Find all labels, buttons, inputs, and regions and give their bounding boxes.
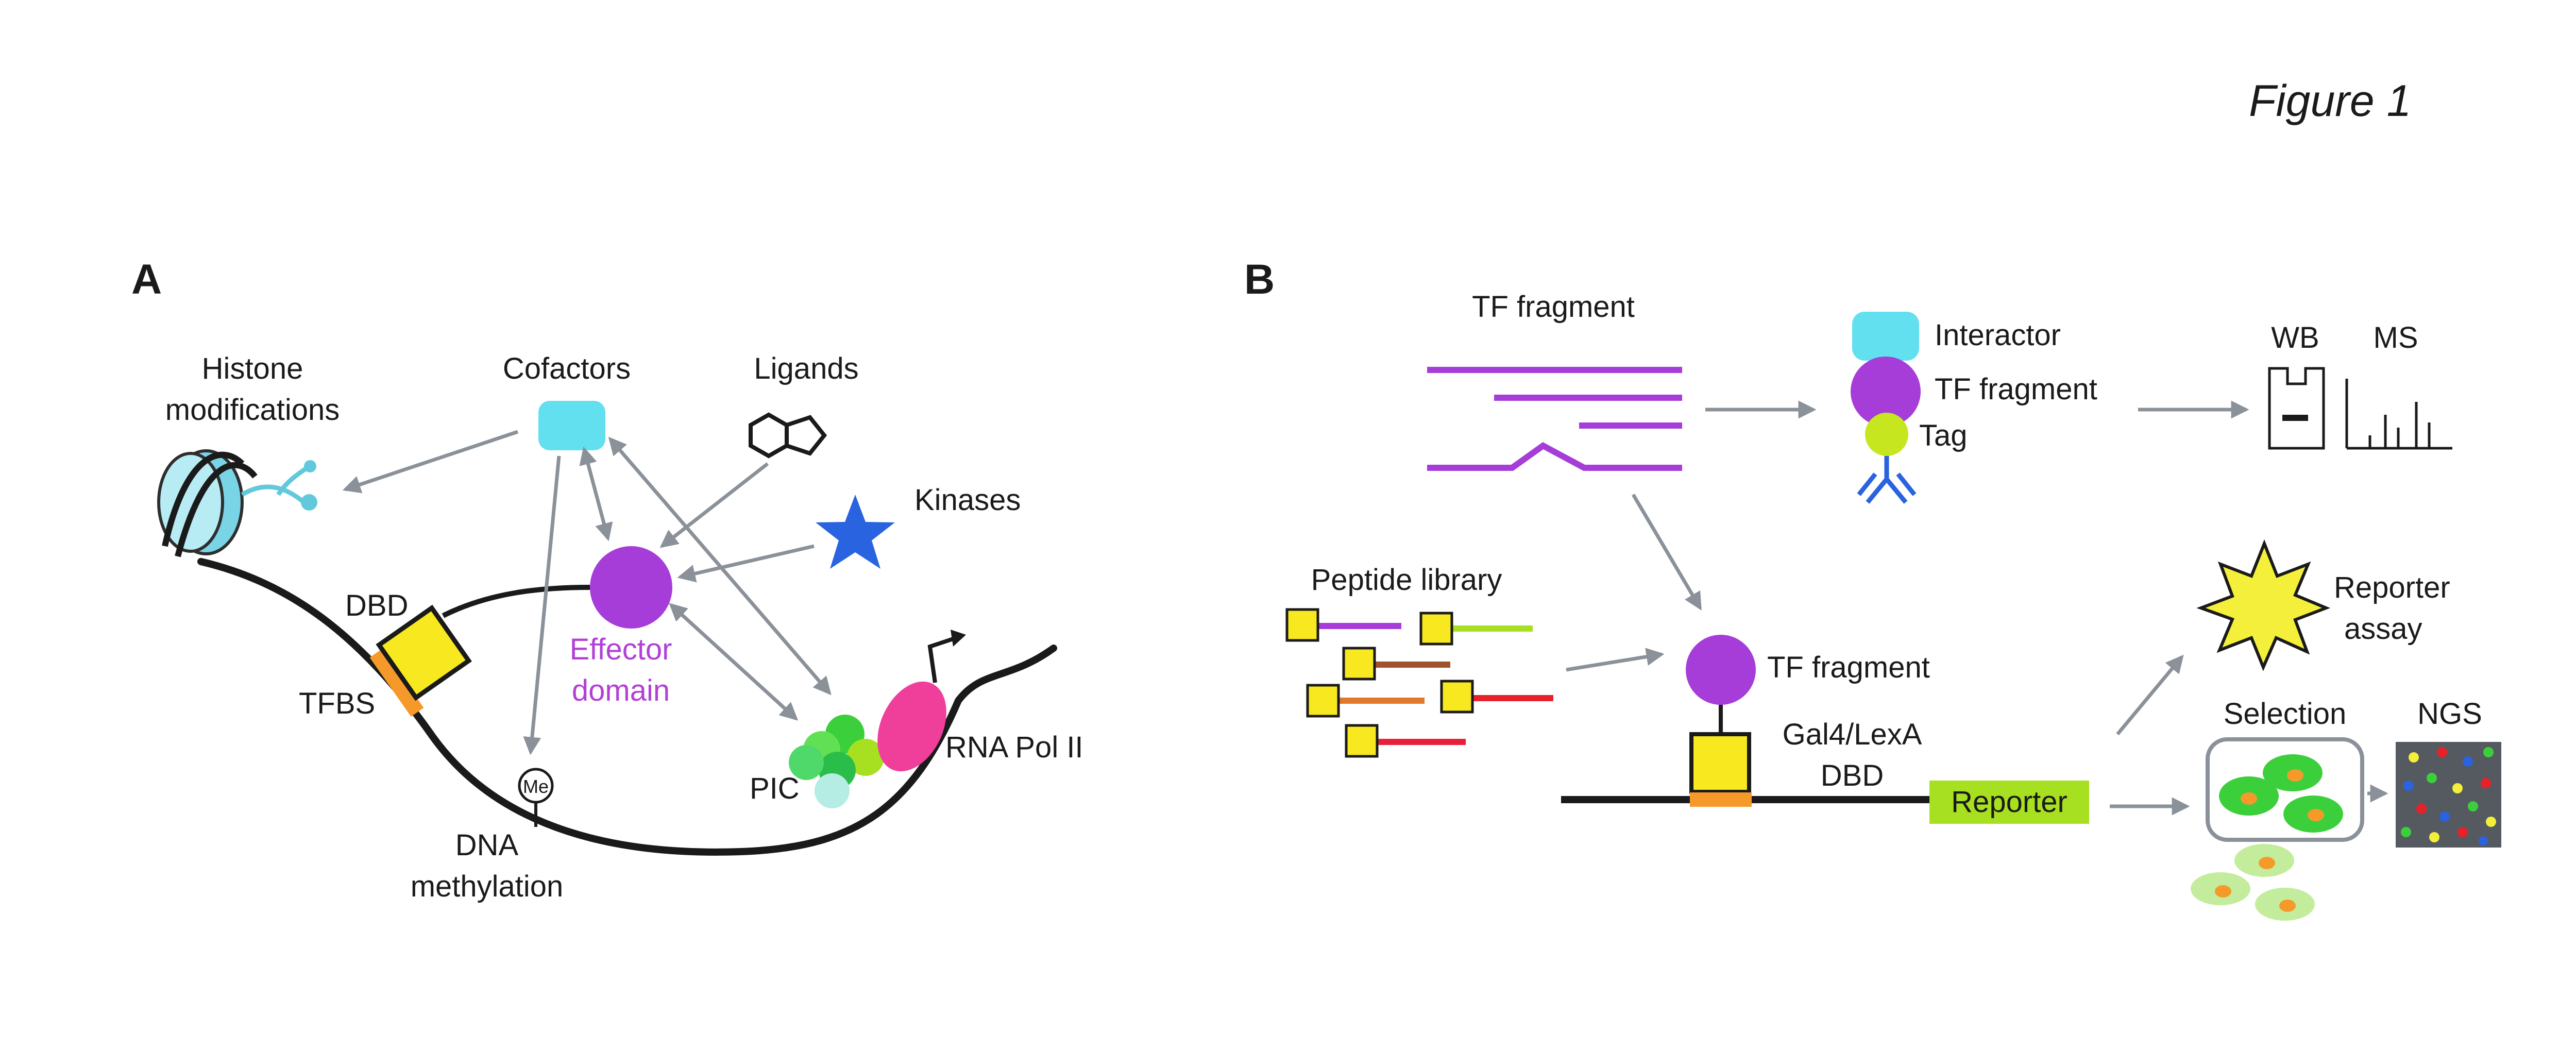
figure-title: Figure 1 [2249,76,2412,126]
ms-label: MS [2374,321,2418,354]
cofactors-label: Cofactors [503,352,631,385]
ngs-dots [2401,747,2496,845]
pic-label: PIC [750,772,800,805]
panel-b-letter: B [1244,256,1275,303]
unselected-cells [2191,844,2315,921]
gal4-dbd-square [1689,732,1751,794]
effector-label-line1: Effector [570,633,672,666]
dna-strand [197,558,1057,856]
panel-a: A Histone modifications Cofactors Ligand… [131,256,1083,903]
western-blot-icon [2268,367,2325,450]
panel-a-letter: A [131,256,162,303]
mass-spec-icon [2345,379,2452,450]
selected-cells [2219,754,2343,833]
peptide-library-items [1285,608,1553,758]
gal4-label-line2: DBD [1821,759,1884,792]
selection-label: Selection [2224,697,2347,731]
gal4-label-line1: Gal4/LexA [1783,718,1922,751]
kinases-label: Kinases [914,483,1021,517]
ngs-label: NGS [2417,697,2482,731]
dbd-square [376,604,472,701]
panel-b: B TF fragment Interactor TF fragment Tag… [1244,256,2501,921]
kinase-star-icon [816,495,895,569]
effector-domain-shape [590,546,672,629]
dbd-label: DBD [345,589,408,622]
tf-fragment-center-label: TF fragment [1767,651,1930,684]
reporter-assay-line1: Reporter [2334,571,2450,604]
dna-methylation-line1: DNA [455,828,519,862]
reporter-burst-icon [2196,539,2331,671]
pic-cluster [789,715,884,808]
dna-methylation-line2: methylation [411,870,564,903]
tag-label: Tag [1919,419,1968,452]
nucleosome-icon [157,449,317,557]
panel-a-arrows [342,430,832,755]
histone-label-line2: modifications [165,393,340,427]
linker-line [442,585,590,618]
effector-label-line2: domain [572,674,670,707]
reporter-label: Reporter [1951,785,2067,819]
tf-fragment-lines [1427,367,1682,471]
binding-site-mark [1690,792,1752,807]
tf-fragment-center-shape [1686,635,1756,705]
methyl-mark-text: Me [523,776,549,797]
ligands-label: Ligands [754,352,858,385]
peptide-library-label: Peptide library [1311,563,1502,597]
tf-fragment-top-label: TF fragment [1472,290,1635,324]
ligand-molecule-icon [749,412,827,459]
tf-fragment-bait-shape [1851,357,1921,427]
tss-arrowhead [951,630,966,647]
interactor-label: Interactor [1935,318,2061,352]
tfbs-mark [369,649,424,717]
interactor-shape [1852,312,1919,361]
reporter-assay-line2: assay [2344,612,2422,646]
rna-pol-ii-shape [877,681,946,772]
rna-pol-ii-label: RNA Pol II [945,731,1083,764]
wb-label: WB [2271,321,2319,354]
reporter-box [1929,781,2089,824]
panel-b-arrows [1566,400,2388,816]
histone-label-line1: Histone [202,352,303,385]
antibody-icon [1857,456,1917,504]
tag-shape [1865,413,1908,456]
tfbs-label: TFBS [299,687,375,720]
tf-fragment-bait-label: TF fragment [1935,372,2097,406]
tss-arrow [927,637,954,683]
cofactor-shape [538,401,605,450]
